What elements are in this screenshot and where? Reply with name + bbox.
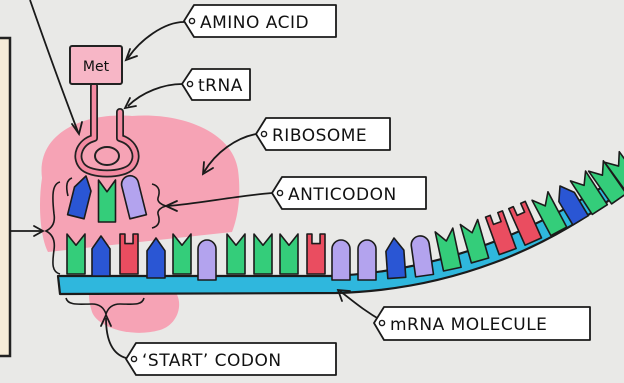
label-start-codon: ‘START’ CODON <box>142 351 282 371</box>
label-anticodon: ANTICODON <box>288 185 397 205</box>
met-label: Met <box>83 59 110 75</box>
tag-mrna: mRNA MOLECULE <box>374 307 590 340</box>
tag-amino-acid: AMINO ACID <box>184 5 336 37</box>
label-mrna-molecule: mRNA MOLECULE <box>390 315 547 335</box>
tag-anticodon: ANTICODON <box>272 177 426 209</box>
mrna-base <box>147 238 165 278</box>
mrna-base <box>385 237 406 278</box>
label-trna: tRNA <box>198 76 243 96</box>
mrna-base <box>332 240 350 280</box>
side-panel <box>0 38 10 356</box>
mrna-base <box>227 234 245 274</box>
mrna-base <box>173 234 191 274</box>
amino-acid-connector <box>128 22 184 58</box>
mrna-base <box>307 234 325 274</box>
ribosome-large-subunit <box>40 115 239 252</box>
label-ribosome: RIBOSOME <box>272 126 367 146</box>
tag-start-codon: ‘START’ CODON <box>126 343 336 375</box>
mrna-base <box>254 234 272 274</box>
tag-ribosome: RIBOSOME <box>256 118 390 150</box>
trna-connector <box>128 84 182 106</box>
trna-loop-inner <box>95 147 119 165</box>
tag-trna: tRNA <box>182 69 250 100</box>
label-amino-acid: AMINO ACID <box>200 13 309 33</box>
mrna-base <box>280 234 298 274</box>
mrna-base <box>198 240 216 280</box>
mrna-base <box>358 240 376 280</box>
